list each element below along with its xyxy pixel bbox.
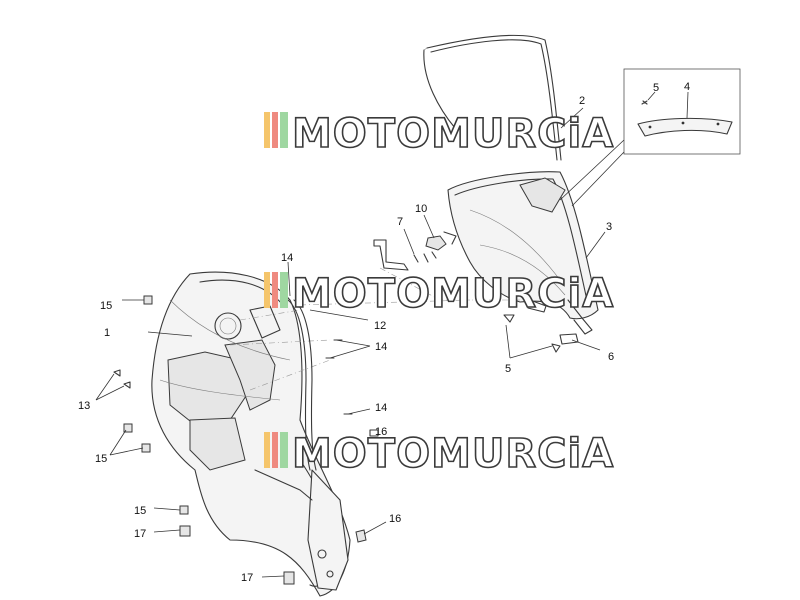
callout-4: 4 xyxy=(684,81,690,93)
callout-15-low: 15 xyxy=(134,505,146,517)
bracket-parts xyxy=(299,231,579,353)
watermark-stripe-3 xyxy=(280,432,288,468)
part-1-leg-shield xyxy=(151,271,351,597)
callout-16-low: 16 xyxy=(389,513,401,525)
watermark-middle: MOTOMURCiA xyxy=(264,270,614,318)
part-3-shield xyxy=(447,171,599,335)
watermark-top: MOTOMURCiA xyxy=(264,110,614,158)
watermark-stripe-2 xyxy=(272,432,278,468)
watermark-stripe-2 xyxy=(272,272,278,308)
part-2-seal xyxy=(423,34,562,161)
callout-15-top: 15 xyxy=(100,300,112,312)
callout-16-top: 16 xyxy=(375,426,387,438)
callout-6: 6 xyxy=(608,351,614,363)
callout-10: 10 xyxy=(415,203,427,215)
callout-5-inset: 5 xyxy=(653,82,659,94)
watermark-stripe-1 xyxy=(264,112,270,148)
watermark-stripe-1 xyxy=(264,432,270,468)
callout-14-low: 14 xyxy=(375,402,387,414)
callout-17-low: 17 xyxy=(241,572,253,584)
callout-14-top: 14 xyxy=(281,252,293,264)
watermark-text: MOTOMURCiA xyxy=(292,271,614,317)
callout-12: 12 xyxy=(374,320,386,332)
watermark-bottom: MOTOMURCiA xyxy=(264,430,614,478)
detail-inset xyxy=(559,68,741,207)
watermark-text: MOTOMURCiA xyxy=(292,431,614,477)
callout-1: 1 xyxy=(104,327,110,339)
leader-lines xyxy=(95,107,606,578)
callout-14-mid: 14 xyxy=(375,341,387,353)
part-12-trim xyxy=(287,299,317,471)
callout-15-mid: 15 xyxy=(95,453,107,465)
callout-2: 2 xyxy=(579,95,585,107)
callout-13: 13 xyxy=(78,400,90,412)
watermark-stripe-3 xyxy=(280,272,288,308)
callout-3: 3 xyxy=(606,221,612,233)
watermark-text: MOTOMURCiA xyxy=(292,111,614,157)
fasteners xyxy=(113,295,379,585)
watermark-stripe-1 xyxy=(264,272,270,308)
watermark-stripe-3 xyxy=(280,112,288,148)
callout-labels: 2 3 4 5 5 6 7 10 12 1 13 14 14 14 15 15 … xyxy=(78,81,690,584)
callout-5: 5 xyxy=(505,363,511,375)
watermark-stripe-2 xyxy=(272,112,278,148)
callout-7: 7 xyxy=(397,216,403,228)
callout-17-top: 17 xyxy=(134,528,146,540)
